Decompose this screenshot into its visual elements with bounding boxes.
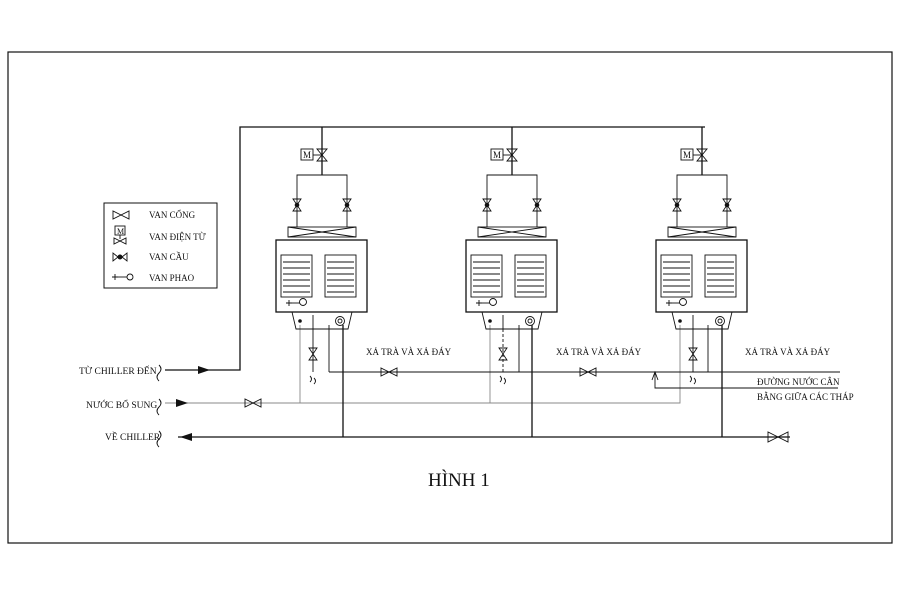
balance-label-line1: ĐƯỜNG NƯỚC CÂN [757,377,840,387]
drain-gate-valve-2-icon [579,367,597,377]
drain-valve-icon [498,347,508,361]
legend-label-float-valve: VAN PHAO [149,273,195,283]
to-chiller-label: VỀ CHILLER [105,430,161,443]
svg-text:M: M [117,227,124,236]
svg-text:M: M [683,150,691,160]
svg-text:M: M [303,150,311,160]
makeup-gate-valve-icon [244,398,262,408]
float-valve-icon [112,273,134,281]
float-valve-icon [666,298,687,306]
drain-valve-icon [688,347,698,361]
cooling-tower-1: M [275,127,368,385]
svg-text:M: M [493,150,501,160]
drain-label-3: XẢ TRÀ VÀ XẢ ĐÁY [745,347,831,357]
gate-valve-icon [112,210,130,220]
solenoid-valve-icon: M [490,148,518,162]
supply-pipe [165,126,705,374]
globe-valve-icon [482,198,542,212]
solenoid-valve-icon: M [680,148,708,162]
makeup-water-label: NƯỚC BỔ SUNG [86,398,157,411]
drain-pipe [328,325,840,377]
drain-label-1: XẢ TRÀ VÀ XẢ ĐÁY [366,347,452,357]
drain-label-2: XẢ TRÀ VÀ XẢ ĐÁY [556,347,642,357]
drain-valve-icon [308,347,318,361]
float-valve-icon [476,298,497,306]
return-gate-valve-icon [767,431,789,443]
globe-valve-icon [672,198,732,212]
legend-label-globe-valve: VAN CẦU [149,252,189,262]
solenoid-valve-icon: M [300,148,328,162]
drain-gate-valve-1-icon [380,367,398,377]
from-chiller-label: TỪ CHILLER ĐẾN [79,364,157,377]
return-pipe [178,325,790,443]
cooling-tower-2: M [465,127,558,385]
drawing-frame [7,51,893,544]
legend-label-solenoid-valve: VAN ĐIỆN TỪ [149,232,206,242]
globe-valve-icon [292,198,352,212]
globe-valve-icon [112,252,128,262]
float-valve-icon [286,298,307,306]
makeup-water-pipe [165,325,681,408]
balance-pipe [651,370,838,389]
legend-box: VAN CỔNG M VAN ĐIỆN TỪ VAN CẦU VAN PHAO [103,202,218,289]
solenoid-valve-icon: M [113,225,127,245]
balance-label-line2: BẰNG GIỮA CÁC THÁP [757,392,854,402]
cooling-tower-3: M [655,127,748,385]
legend-label-gate-valve: VAN CỔNG [149,210,196,220]
figure-caption: HÌNH 1 [428,469,490,491]
pipe-break-marks [156,364,162,448]
